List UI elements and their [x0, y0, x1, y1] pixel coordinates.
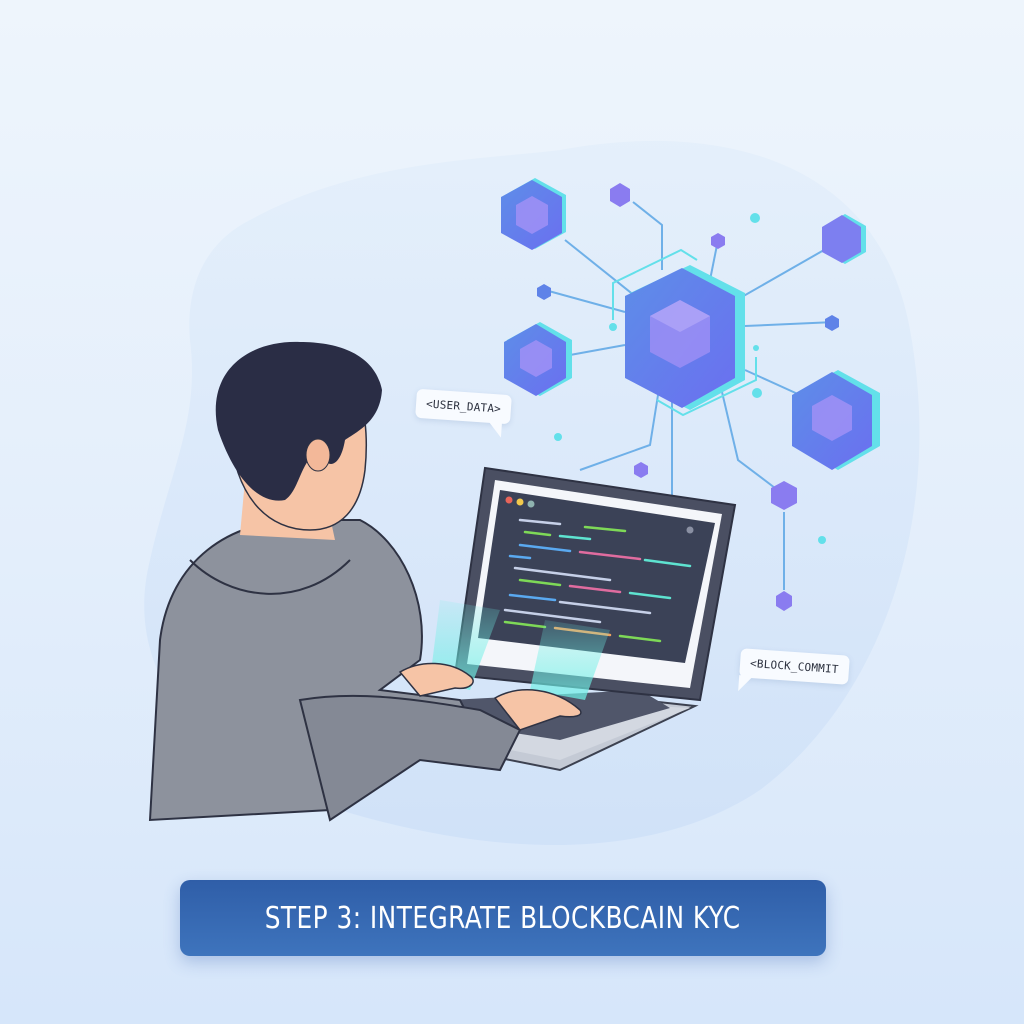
- network-bracket: [612, 248, 757, 417]
- developer-person: [148, 341, 582, 822]
- left-hand: [398, 662, 474, 697]
- blockchain-node-mini-3: [537, 284, 551, 300]
- blockchain-node-top-right: [822, 214, 866, 264]
- step-banner: STEP 3: INTEGRATE BLOCKBCAIN KYC: [180, 880, 826, 956]
- blockchain-node-right: [792, 370, 880, 470]
- hair: [215, 341, 382, 501]
- blockchain-node-mini-6: [771, 481, 797, 510]
- arm: [298, 694, 522, 822]
- window-close-dot: [505, 496, 513, 504]
- blockchain-node-mini-4: [825, 315, 839, 331]
- blockchain-node-mini-2: [711, 233, 725, 249]
- user-data-label: <USER_DATA>: [425, 397, 502, 416]
- blockchain-node-mini-1: [610, 183, 630, 207]
- window-max-dot: [527, 500, 535, 508]
- blockchain-node-left: [504, 322, 572, 396]
- blockchain-node-mini-5: [634, 462, 648, 478]
- right-hand: [493, 689, 582, 731]
- blockchain-node-mini-7: [776, 591, 792, 611]
- hologram-beam: [530, 620, 610, 700]
- step-banner-label: STEP 3: INTEGRATE BLOCKBCAIN KYC: [265, 900, 741, 936]
- ear: [305, 438, 331, 472]
- window-min-dot: [516, 498, 524, 506]
- network-dots: [554, 213, 826, 544]
- blockchain-node-top-left: [501, 178, 566, 250]
- blockchain-node-main: [625, 265, 745, 410]
- network-links: [544, 201, 836, 590]
- block-commit-label: <BLOCK_COMMIT: [749, 656, 840, 677]
- laptop: [398, 466, 737, 772]
